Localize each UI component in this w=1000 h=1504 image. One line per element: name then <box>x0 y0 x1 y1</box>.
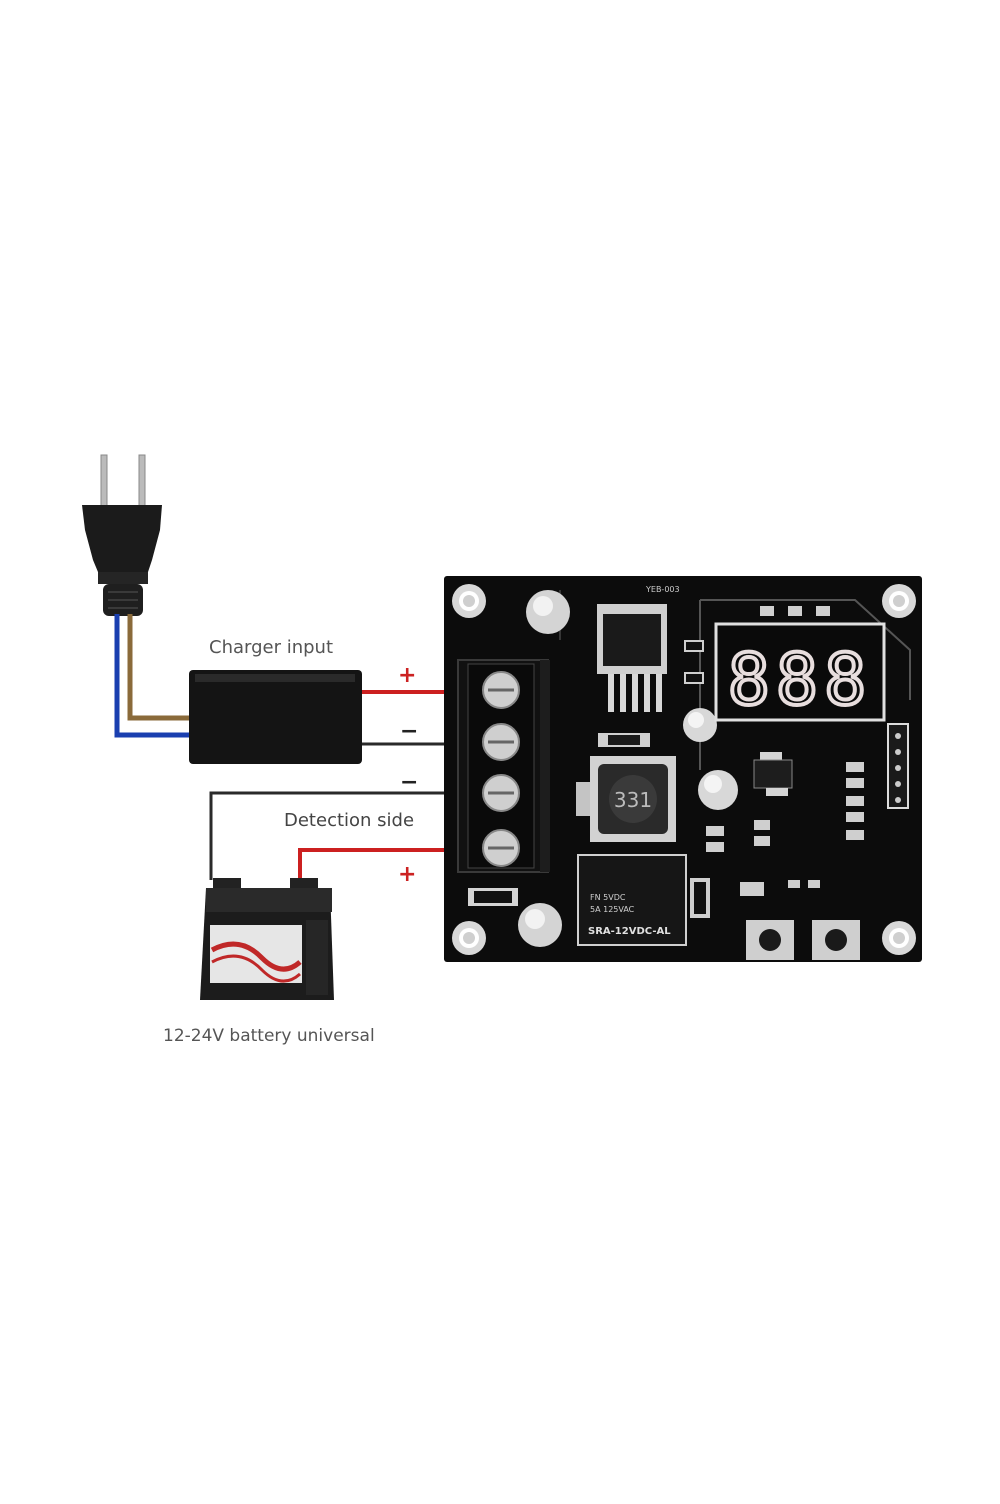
battery <box>200 878 334 1000</box>
capacitor <box>683 708 717 742</box>
terminal-screw <box>482 671 520 709</box>
terminal-screw <box>482 829 520 867</box>
pcb-board: YEB-003 331 888 <box>444 576 922 962</box>
charger-box <box>189 670 362 764</box>
ac-plug <box>82 454 162 616</box>
mounting-hole <box>452 584 486 618</box>
capacitor <box>518 903 562 947</box>
mounting-hole <box>882 921 916 955</box>
minus-sign-battery: − <box>400 770 419 795</box>
mounting-hole <box>452 921 486 955</box>
terminal-screw <box>482 774 520 812</box>
terminal-block <box>457 659 550 873</box>
battery-label: 12-24V battery universal <box>163 1026 375 1046</box>
relay: FN 5VDC 5A 125VAC SRA-12VDC-AL <box>577 854 687 946</box>
detection-side-label: Detection side <box>284 810 415 831</box>
minus-sign-charger: − <box>400 719 419 744</box>
voltage-regulator <box>597 604 667 712</box>
seven-segment-display: 888 <box>714 622 886 723</box>
relay-text-1: FN 5VDC <box>590 893 626 902</box>
capacitor <box>698 770 738 810</box>
plug-cable <box>114 614 190 738</box>
plus-sign-charger: + <box>398 663 417 688</box>
inductor: 331 <box>576 756 676 842</box>
plus-sign-battery: + <box>398 862 417 887</box>
pin-header <box>887 723 909 809</box>
capacitor <box>526 590 570 634</box>
battery-negative-wire <box>209 791 463 880</box>
relay-text-2: 5A 125VAC <box>590 905 635 914</box>
mounting-hole <box>882 584 916 618</box>
transistor <box>753 752 793 796</box>
relay-text-3: SRA-12VDC-AL <box>588 926 671 937</box>
inductor-code: 331 <box>614 788 652 812</box>
push-button <box>746 920 794 960</box>
terminal-screw <box>482 723 520 761</box>
model-label: YEB-003 <box>645 585 680 594</box>
charger-input-label: Charger input <box>209 637 334 658</box>
display-digits: 888 <box>728 639 872 721</box>
push-button <box>812 920 860 960</box>
